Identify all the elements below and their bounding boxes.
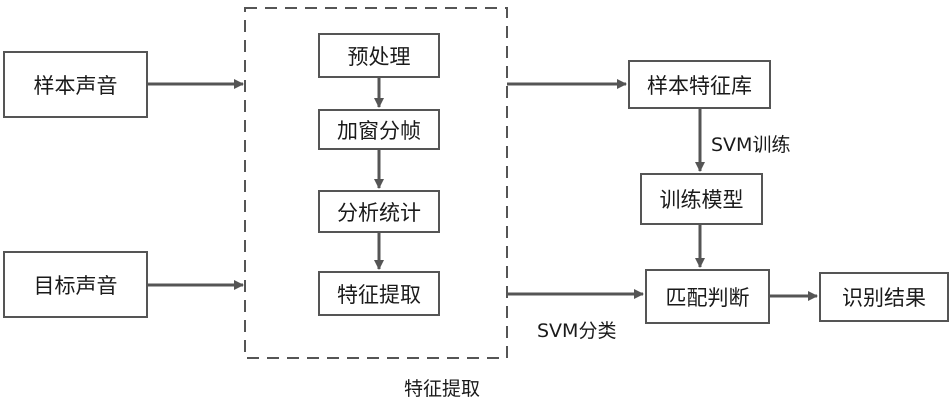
preprocess-box: 预处理: [318, 33, 440, 78]
windowing-box: 加窗分帧: [318, 109, 440, 150]
windowing-label: 加窗分帧: [337, 115, 421, 145]
target-sound-box: 目标声音: [3, 251, 148, 318]
sample-library-box: 样本特征库: [628, 60, 771, 109]
svm-train-label: SVM训练: [711, 130, 790, 157]
analysis-box: 分析统计: [318, 190, 440, 233]
extraction-caption: 特征提取: [404, 374, 480, 401]
train-model-label: 训练模型: [660, 184, 744, 214]
sample-library-label: 样本特征库: [647, 70, 752, 100]
match-judge-box: 匹配判断: [645, 269, 770, 324]
analysis-label: 分析统计: [337, 197, 421, 227]
match-judge-label: 匹配判断: [666, 282, 750, 312]
result-label: 识别结果: [842, 282, 926, 312]
feature-extract-label: 特征提取: [337, 279, 421, 309]
preprocess-label: 预处理: [348, 41, 411, 71]
target-sound-label: 目标声音: [34, 270, 118, 300]
feature-extract-box: 特征提取: [318, 271, 440, 316]
sample-sound-box: 样本声音: [3, 51, 148, 118]
train-model-box: 训练模型: [640, 173, 763, 225]
sample-sound-label: 样本声音: [34, 70, 118, 100]
svm-classify-label: SVM分类: [537, 316, 616, 343]
result-box: 识别结果: [819, 272, 949, 322]
